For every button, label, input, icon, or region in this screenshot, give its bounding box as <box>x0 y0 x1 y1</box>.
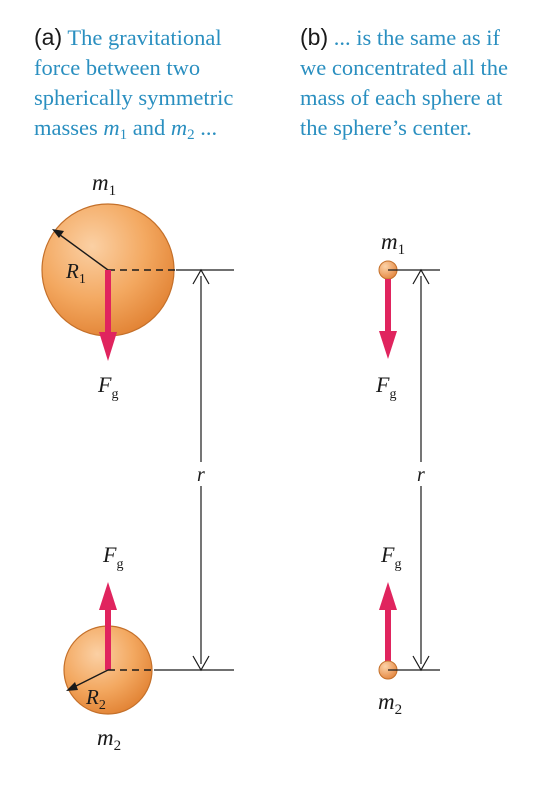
distance-label-bg-b <box>413 462 429 486</box>
caption-b: (b) ... is the same as if we concentrate… <box>300 22 508 143</box>
force-label-1-a: Fg <box>97 372 118 402</box>
force-arrow-1-a <box>99 270 117 361</box>
caption-a-line1: The gravitational <box>67 25 222 50</box>
mass2-label-a: m2 <box>97 725 121 754</box>
mass1-label-b: m1 <box>381 229 405 258</box>
caption-b-line3: mass of each sphere at <box>300 85 503 110</box>
force-arrow-1-b <box>379 279 397 359</box>
distance-label-b: r <box>417 464 425 486</box>
radius1-arrow <box>52 229 109 271</box>
caption-b-line2: we concentrated all the <box>300 55 509 80</box>
force-arrow-2-b <box>379 582 397 662</box>
caption-b-line1: ... is the same as if <box>333 25 500 50</box>
panel-a: m1 R1 Fg <box>41 170 234 754</box>
caption-a-line3: spherically symmetric <box>34 85 234 110</box>
caption-a-line2: force between two <box>34 55 201 80</box>
distance-label-bg-a <box>193 462 209 486</box>
distance-label-a: r <box>197 464 205 486</box>
force-label-1-b: Fg <box>375 372 396 402</box>
mass2-label-b: m2 <box>378 689 402 718</box>
caption-a: (a) The gravitational force between two … <box>34 22 233 143</box>
mass1-label-a: m1 <box>92 170 116 199</box>
caption-b-line4: the sphere’s center. <box>300 115 472 140</box>
force-label-2-a: Fg <box>102 542 123 572</box>
radius2-arrow <box>66 669 109 691</box>
panel-b: m1 Fg r Fg m2 <box>375 229 440 718</box>
radius2-label: R2 <box>85 685 106 713</box>
caption-a-tag: (a) <box>34 24 63 50</box>
radius1-label: R1 <box>65 259 86 287</box>
caption-a-line4: masses m1 and m2 ... <box>34 115 218 143</box>
force-label-2-b: Fg <box>380 542 401 572</box>
caption-b-tag: (b) <box>300 24 329 50</box>
force-arrow-2-a <box>99 582 117 670</box>
